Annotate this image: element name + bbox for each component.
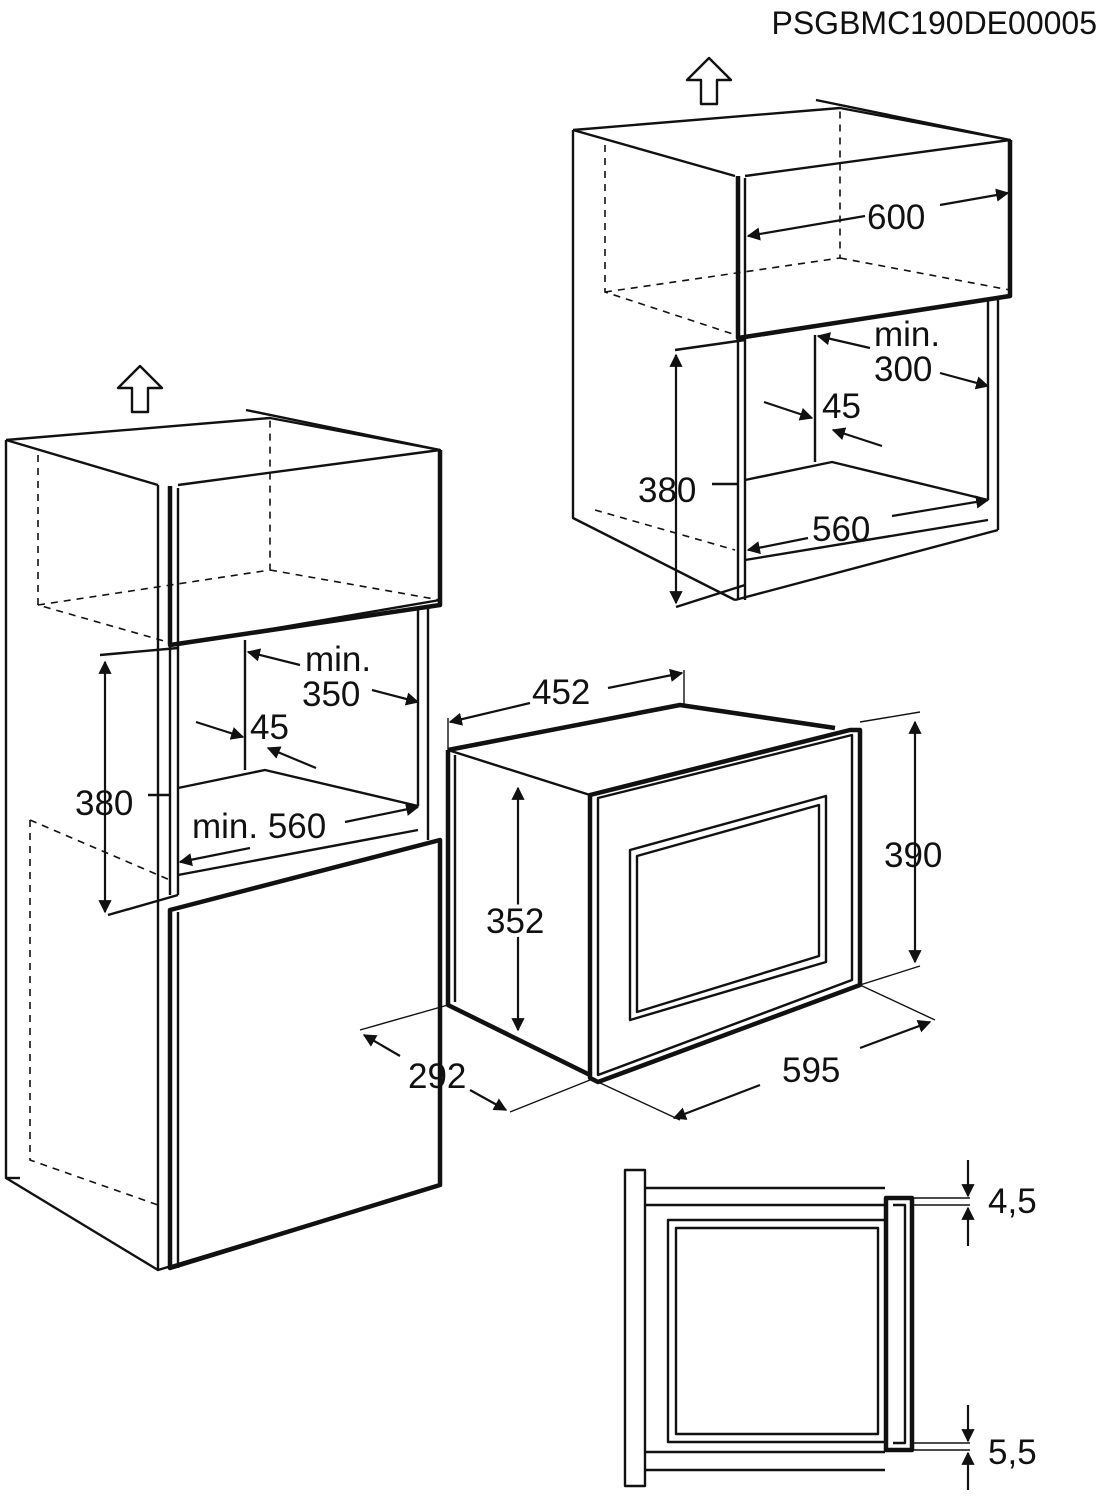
side-bottom-gap-label: 5,5 <box>988 1433 1037 1472</box>
side-top-gap-label: 4,5 <box>988 1182 1037 1221</box>
wall-opening-depth-label: 300 <box>874 350 932 389</box>
tall-vent-gap-label: 45 <box>250 708 289 747</box>
tall-cabinet: min. 350 45 380 min. 560 <box>4 364 443 1272</box>
wall-opening-min-label: min. <box>874 315 940 354</box>
tall-opening-depth-label: 350 <box>302 675 360 714</box>
appliance-front-width-label: 595 <box>782 1051 840 1090</box>
wall-cabinet: 600 min. 300 45 380 560 <box>571 56 1013 609</box>
appliance-body-width-label: 452 <box>532 673 590 712</box>
appliance-front-height-label: 390 <box>884 836 942 875</box>
up-arrow-icon <box>116 364 164 414</box>
document-code: PSGBMC190DE00005 <box>771 5 1097 41</box>
up-arrow-icon <box>685 56 733 106</box>
appliance-body-height-label: 352 <box>486 902 544 941</box>
wall-cabinet-width-label: 600 <box>867 198 925 237</box>
wall-opening-width-label: 560 <box>812 510 870 549</box>
side-section: 4,5 5,5 <box>623 1160 1037 1490</box>
tall-opening-width-label: min. 560 <box>192 807 326 846</box>
tall-opening-min-label: min. <box>305 640 371 679</box>
appliance: 452 352 390 292 595 <box>359 668 942 1121</box>
wall-vent-gap-label: 45 <box>822 387 861 426</box>
appliance-depth-label: 292 <box>408 1057 466 1096</box>
tall-opening-height-label: 380 <box>75 784 133 823</box>
wall-opening-height-label: 380 <box>638 471 696 510</box>
